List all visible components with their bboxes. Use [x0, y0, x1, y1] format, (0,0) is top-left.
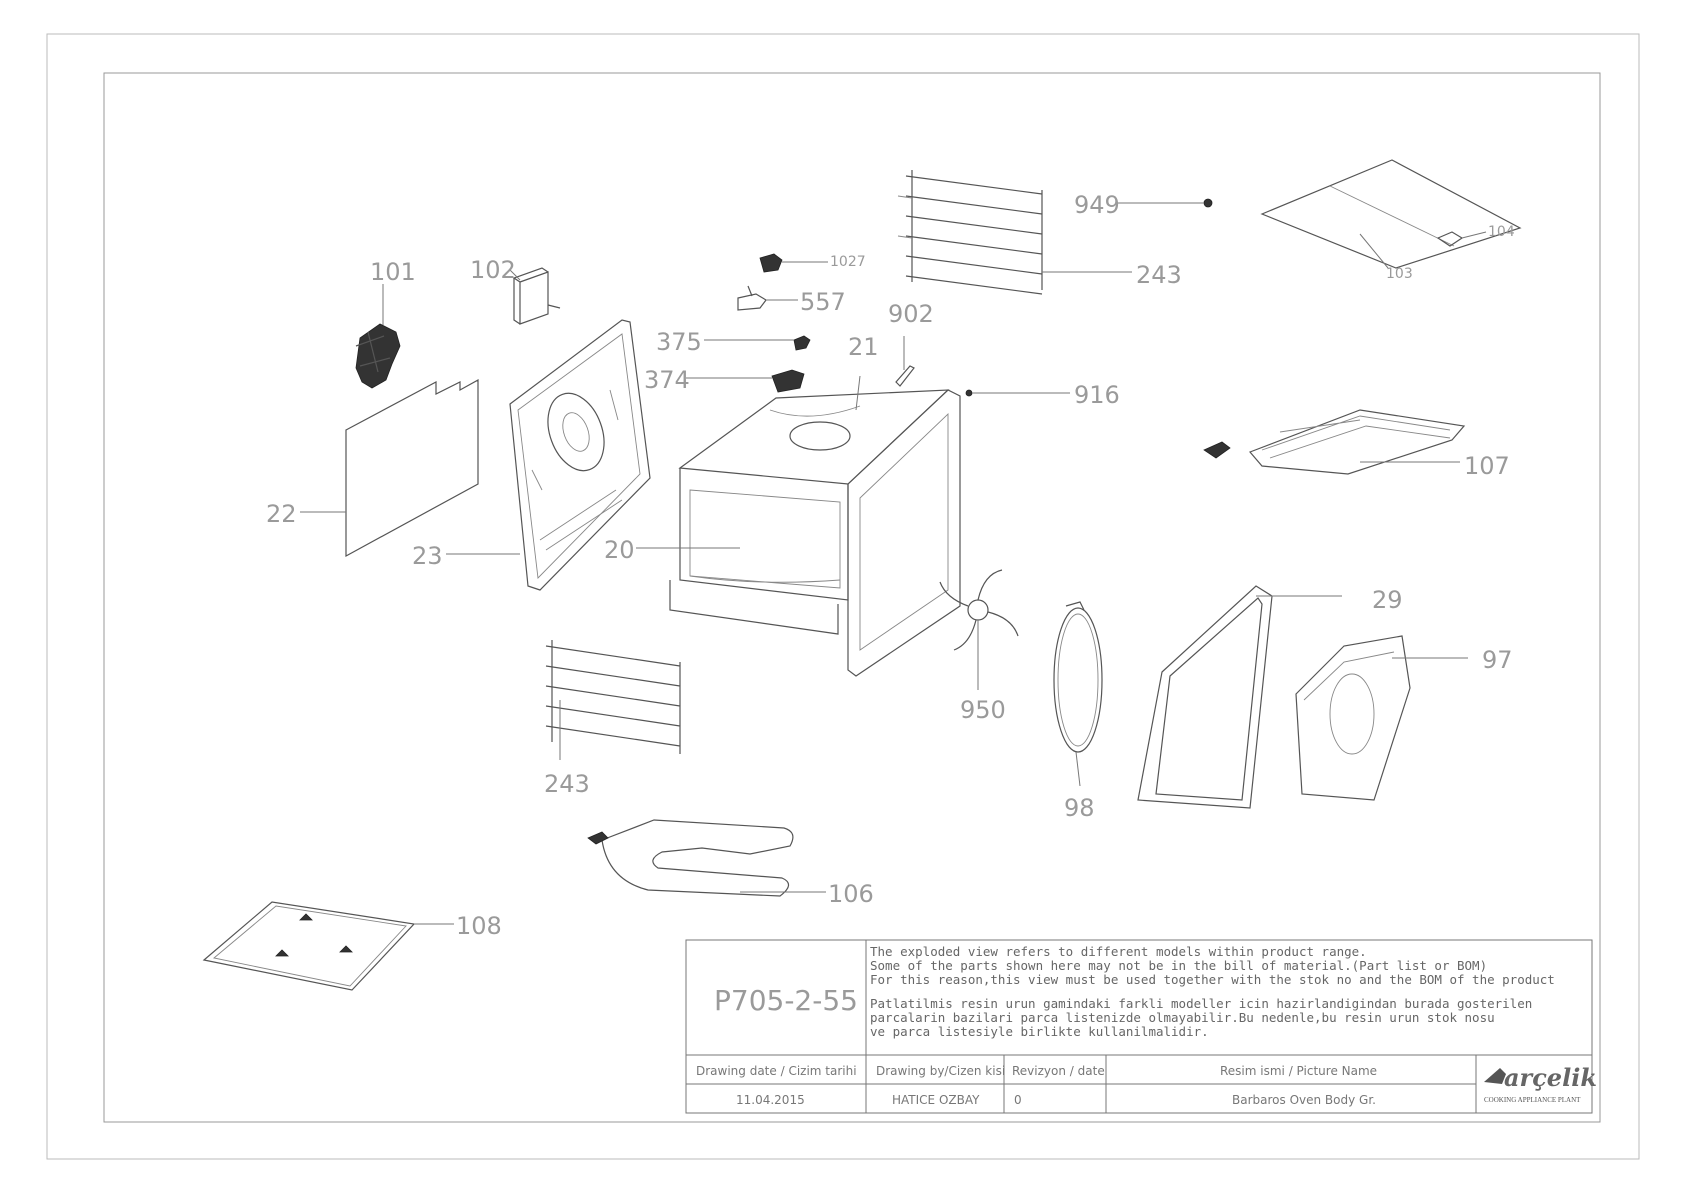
callout-20: 20 — [604, 536, 635, 564]
callout-21: 21 — [848, 333, 879, 361]
inner-border — [103, 72, 1601, 1123]
part-97-back-cover — [1295, 635, 1468, 801]
callout-557: 557 — [800, 288, 846, 316]
part-106-bottom-element — [587, 819, 826, 897]
header-drawing-by: Drawing by/Cizen kisi — [876, 1064, 1005, 1078]
part-103-top-cover — [1260, 159, 1522, 269]
note-en-line-2: Some of the parts shown here may not be … — [870, 958, 1487, 973]
value-drawing-by: HATICE OZBAY — [892, 1093, 980, 1107]
part-101-thermostat — [355, 284, 401, 389]
callout-101: 101 — [370, 258, 416, 286]
small-parts — [686, 253, 1070, 397]
callout-902: 902 — [888, 300, 934, 328]
callout-1027: 1027 — [830, 254, 866, 270]
callout-949: 949 — [1074, 191, 1120, 219]
part-98-gasket — [1053, 601, 1103, 787]
note-en-line-3: For this reason,this view must be used t… — [870, 972, 1555, 987]
outer-border — [46, 33, 1640, 1160]
callout-374: 374 — [644, 366, 690, 394]
callout-243-upper: 243 — [1136, 261, 1182, 289]
part-243-lower-rack — [545, 640, 681, 760]
note-tr-line-1: Patlatilmis resin urun gamindaki farkli … — [870, 996, 1532, 1011]
note-en-line-1: The exploded view refers to different mo… — [870, 944, 1367, 959]
callout-375: 375 — [656, 328, 702, 356]
callout-108: 108 — [456, 912, 502, 940]
header-picture-name: Resim ismi / Picture Name — [1220, 1064, 1377, 1078]
callout-106: 106 — [828, 880, 874, 908]
brand-plant: COOKING APPLIANCE PLANT — [1484, 1096, 1581, 1104]
part-107-grill-element — [1203, 409, 1466, 475]
value-revision: 0 — [1014, 1093, 1022, 1107]
brand-name: arçelik — [1504, 1063, 1597, 1092]
callout-243-lower: 243 — [544, 770, 590, 798]
part-29-door-frame — [1137, 585, 1342, 809]
callout-29: 29 — [1372, 586, 1403, 614]
part-102-box — [509, 267, 561, 325]
part-23-back-panel — [446, 319, 651, 591]
part-950-fan — [939, 569, 1019, 690]
callout-23: 23 — [412, 542, 443, 570]
callout-104: 104 — [1488, 224, 1515, 240]
title-block: P705-2-55 The exploded view refers to di… — [685, 939, 1597, 1114]
callout-22: 22 — [266, 500, 297, 528]
value-drawing-date: 11.04.2015 — [736, 1093, 805, 1107]
callout-97: 97 — [1482, 646, 1513, 674]
drawing-code: P705-2-55 — [714, 984, 858, 1017]
brand-mark-icon — [1484, 1068, 1506, 1084]
part-243-upper-rack — [897, 170, 1132, 295]
brand-logo: arçelik COOKING APPLIANCE PLANT — [1484, 1063, 1597, 1104]
note-tr-line-2: parcalarin bazilari parca listenizde olm… — [870, 1010, 1495, 1025]
part-22-insulation — [300, 378, 479, 558]
value-picture-name: Barbaros Oven Body Gr. — [1232, 1093, 1376, 1107]
header-revision: Revizyon / date — [1012, 1064, 1105, 1078]
callout-950: 950 — [960, 696, 1006, 724]
callout-98: 98 — [1064, 794, 1095, 822]
callout-labels: 101 102 1027 557 375 374 21 902 916 949 … — [266, 191, 1515, 940]
note-tr-line-3: ve parca listesiyle birlikte kullanilmal… — [870, 1024, 1209, 1039]
part-949-screw — [1118, 198, 1213, 208]
callout-102: 102 — [470, 256, 516, 284]
callout-103: 103 — [1386, 266, 1413, 282]
part-20-21-oven-body — [636, 375, 961, 677]
header-drawing-date: Drawing date / Cizim tarihi — [696, 1064, 857, 1078]
part-108-base-tray — [202, 901, 454, 991]
callout-107: 107 — [1464, 452, 1510, 480]
callout-916: 916 — [1074, 381, 1120, 409]
